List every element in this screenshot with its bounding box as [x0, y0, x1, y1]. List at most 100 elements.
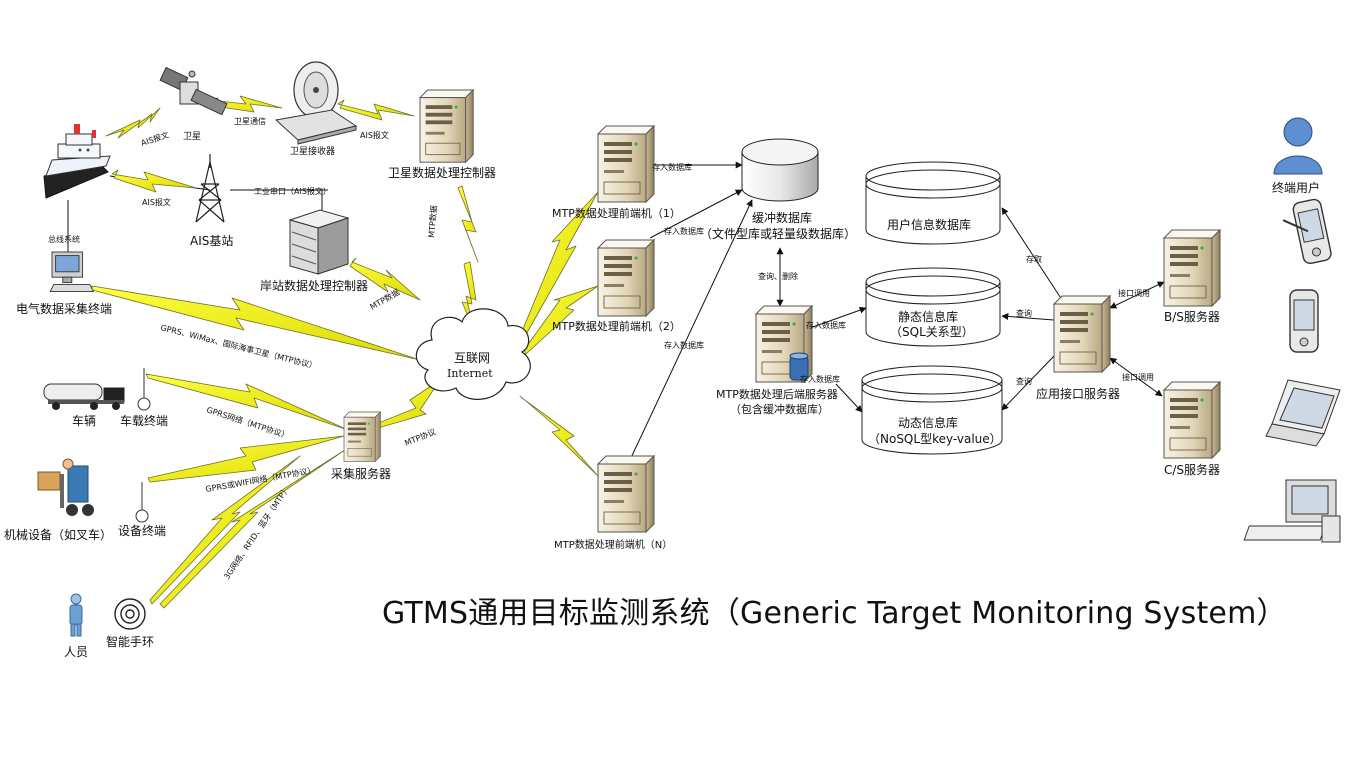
edge-query-2: 查询	[1016, 376, 1032, 386]
edge-gprs-net: GPRS网络（MTP协议）	[205, 404, 290, 440]
bus-label: 总线系统	[48, 234, 80, 244]
edge-serial-port: 工业串口（AIS报文）	[254, 186, 331, 196]
bracelet-icon	[114, 598, 146, 630]
edge-mtp-protocol: MTP协议	[403, 426, 437, 447]
collect-server-label: 采集服务器	[331, 466, 391, 481]
tablet-pen-icon	[1282, 197, 1333, 266]
cs-server-icon	[1163, 381, 1221, 459]
laptop-icon	[1265, 379, 1341, 447]
device-terminal-label: 设备终端	[118, 523, 166, 538]
truck-icon	[43, 383, 125, 410]
end-user-avatar-icon	[1273, 117, 1323, 175]
wireless-links	[91, 95, 599, 609]
collect-server-icon	[343, 411, 381, 462]
vehicle-terminal-label: 车载终端	[120, 413, 168, 428]
person-label: 人员	[64, 645, 88, 659]
app-server-label: 应用接口服务器	[1036, 386, 1120, 401]
bolt-internet-mtp1	[519, 191, 599, 339]
bolt-person-collect	[149, 455, 301, 605]
pc-icon	[49, 251, 94, 293]
backend-label-2: （包含缓冲数据库）	[730, 402, 829, 416]
cs-server-label: C/S服务器	[1164, 462, 1220, 477]
desktop-computer-icon	[1243, 479, 1341, 543]
user-db-cylinder	[865, 161, 1001, 245]
edge-store-db-1: 存入数据库	[652, 162, 692, 172]
edge-mtp-data-2: MTP数据	[368, 287, 401, 312]
edge-query-1: 查询	[1016, 308, 1032, 318]
edge-store-db-4: 存入数据库	[806, 320, 846, 330]
backend-server-icon	[755, 305, 813, 383]
bolt-collect-internet	[375, 379, 441, 429]
bolt-controller-internet	[457, 185, 479, 263]
bracelet-label: 智能手环	[106, 634, 154, 649]
satellite-icon	[159, 66, 228, 116]
machine-label: 机械设备（如叉车）	[4, 527, 112, 542]
dynamic-db-cylinder	[861, 365, 1003, 455]
buffer-db-label-2: （文件型库或轻量级数据库）	[700, 226, 856, 241]
internet-en-label: Internet	[447, 367, 493, 380]
bolt-ship-ais	[111, 169, 197, 193]
bolt-elec-internet	[91, 285, 421, 361]
edge-query-delete: 查询、删除	[758, 271, 798, 281]
internet-cloud	[415, 308, 531, 400]
edge-store-db-3: 存入数据库	[664, 340, 704, 350]
bolt-ship-satellite	[105, 107, 161, 139]
elec-terminal-label: 电气数据采集终端	[16, 301, 112, 316]
edge-ais-msg-2: AIS报文	[360, 130, 389, 140]
edge-access: 存取	[1026, 254, 1042, 264]
smartphone-icon	[1289, 289, 1319, 353]
mtp-front-n-server-icon	[597, 455, 655, 533]
dynamic-db-label-1: 动态信息库	[898, 415, 958, 430]
static-db-label-2: （SQL关系型）	[890, 325, 974, 339]
backend-label-1: MTP数据处理后端服务器	[716, 387, 838, 401]
mtp-front-2-server-icon	[597, 239, 655, 317]
sat-receiver-label: 卫星接收器	[290, 145, 335, 157]
bolt-internet-mtp2	[523, 285, 599, 355]
forklift-icon	[37, 458, 94, 516]
edge-ais-msg-1: AIS报文	[140, 129, 171, 147]
app-server-icon	[1053, 295, 1111, 373]
sat-controller-server-icon	[419, 89, 474, 163]
mtp-front-1-label: MTP数据处理前端机（1）	[552, 206, 681, 220]
shore-controller-label: 岸站数据处理控制器	[260, 278, 368, 293]
mtp-front-2-label: MTP数据处理前端机（2）	[552, 319, 681, 333]
edge-api-call-1: 接口调用	[1118, 288, 1150, 298]
buffer-db-label-1: 缓冲数据库	[752, 210, 812, 225]
user-db-label: 用户信息数据库	[887, 217, 971, 232]
connection-lines	[67, 161, 1165, 461]
ais-tower-icon	[195, 154, 225, 223]
dynamic-db-label-2: （NoSQL型key-value）	[868, 432, 1002, 446]
satellite-dish-icon	[274, 61, 358, 145]
internet-cn-label: 互联网	[454, 351, 490, 365]
edge-mtp-data-1: MTP数据	[426, 205, 439, 238]
satellite-label: 卫星	[183, 131, 201, 142]
ais-station-label: AIS基站	[190, 234, 233, 248]
bolt-receiver-controller	[337, 99, 415, 121]
mtp-front-1-server-icon	[597, 125, 655, 203]
end-user-label: 终端用户	[1272, 180, 1320, 195]
node-labels: 卫星 卫星接收器 卫星数据处理控制器 AIS基站 岸站数据处理控制器 电气数据采…	[4, 131, 1320, 659]
static-db-cylinder	[865, 267, 1001, 347]
shore-rack-icon	[288, 209, 350, 275]
vehicle-label: 车辆	[72, 413, 96, 428]
bolt-vehicle-collect	[145, 373, 349, 431]
edge-sat-comm: 卫星通信	[234, 116, 266, 126]
bs-server-icon	[1163, 229, 1221, 307]
bolt-internet-mtpn	[519, 395, 599, 477]
ship-icon	[43, 124, 111, 199]
mtp-front-n-label: MTP数据处理前端机（N）	[554, 538, 672, 551]
bolt-shore-internet	[349, 257, 421, 301]
bs-server-label: B/S服务器	[1164, 309, 1220, 324]
bolt-device-collect	[147, 435, 345, 483]
vehicle-terminal-icon	[137, 368, 151, 411]
edge-ais-msg-3: AIS报文	[142, 197, 171, 207]
sat-controller-label: 卫星数据处理控制器	[388, 165, 496, 180]
buffer-db-cylinder	[741, 138, 819, 202]
edge-store-db-2: 存入数据库	[664, 226, 704, 236]
edge-store-db-5: 存入数据库	[800, 374, 840, 384]
bolt-bracelet-collect	[159, 447, 349, 609]
edge-api-call-2: 接口调用	[1122, 372, 1154, 382]
device-terminal-icon	[135, 482, 149, 523]
person-icon	[69, 593, 83, 637]
